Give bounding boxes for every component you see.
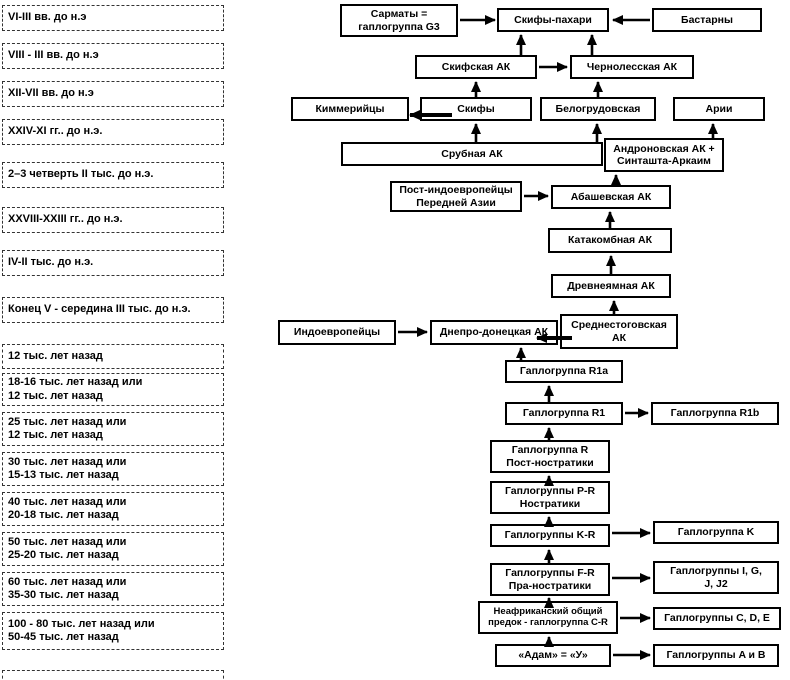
node-andronovskaya-ak: Андроновская АК + Синташта-Аркаим xyxy=(604,138,724,172)
timeline-item: IV-II тыс. до н.э. xyxy=(2,250,224,276)
node-skify-pahari: Скифы-пахари xyxy=(497,8,609,32)
timeline-item: XXIV-XI гг.. до н.э. xyxy=(2,119,224,145)
node-chernolesskaya-ak: Чернолесская АК xyxy=(570,55,694,79)
node-haplogroup-k: Гаплогруппа K xyxy=(653,521,779,544)
node-haplogroups-pr-nostratiki: Гаплогруппы P-R Ностратики xyxy=(490,481,610,514)
node-haplogroup-r1b: Гаплогруппа R1b xyxy=(651,402,779,425)
node-srednestogovskaya-ak: Среднестоговская АК xyxy=(560,314,678,349)
node-belogrudovskaya: Белогрудовская xyxy=(540,97,656,121)
timeline-item: 50 тыс. лет назад или 25-20 тыс. лет наз… xyxy=(2,532,224,566)
node-haplogroup-r-post-nostratiki: Гаплогруппа R Пост-ностратики xyxy=(490,440,610,473)
timeline-item: Конец V - середина III тыс. до н.э. xyxy=(2,297,224,323)
node-drevneyamnaya-ak: Древнеямная АК xyxy=(551,274,671,298)
node-bastarny: Бастарны xyxy=(652,8,762,32)
node-katakombnaya-ak: Катакомбная АК xyxy=(548,228,672,253)
node-haplogroups-igj: Гаплогруппы I, G, J, J2 xyxy=(653,561,779,594)
timeline-item: XII-VII вв. до н.э xyxy=(2,81,224,107)
node-haplogroup-r1: Гаплогруппа R1 xyxy=(505,402,623,425)
timeline-item: 25 тыс. лет назад или 12 тыс. лет назад xyxy=(2,412,224,446)
node-abashevskaya-ak: Абашевская АК xyxy=(551,185,671,209)
timeline-item: 12 тыс. лет назад xyxy=(2,344,224,369)
node-post-indoevropeytsy: Пост-индоевропейцы Передней Азии xyxy=(390,181,522,212)
timeline-item: 2–3 четверть II тыс. до н.э. xyxy=(2,162,224,188)
node-neafrikanskiy-predok: Неафриканский общий предок - гаплогруппа… xyxy=(478,601,618,634)
timeline-item: XXVIII-XXIII гг.. до н.э. xyxy=(2,207,224,233)
timeline-item: VI-III вв. до н.э xyxy=(2,5,224,31)
node-haplogroups-fr-pra-nostratiki: Гаплогруппы F-R Пра-ностратики xyxy=(490,563,610,596)
node-adam: «Адам» = «У» xyxy=(495,644,611,667)
timeline-item: 40 тыс. лет назад или 20-18 тыс. лет наз… xyxy=(2,492,224,526)
node-haplogroups-kr: Гаплогруппы K-R xyxy=(490,524,610,547)
timeline-item: VIII - III вв. до н.э xyxy=(2,43,224,69)
node-haplogroups-ab: Гаплогруппы A и B xyxy=(653,644,779,667)
node-kimmeriytsy: Киммерийцы xyxy=(291,97,409,121)
timeline-item-empty xyxy=(2,670,224,680)
timeline-item: 30 тыс. лет назад или 15-13 тыс. лет наз… xyxy=(2,452,224,486)
timeline-item: 18-16 тыс. лет назад или 12 тыс. лет наз… xyxy=(2,373,224,406)
timeline-item: 100 - 80 тыс. лет назад или 50-45 тыс. л… xyxy=(2,612,224,650)
node-dnepro-donetskaya-ak: Днепро-донецкая АК xyxy=(430,320,558,345)
node-srubnaya-ak: Срубная АК xyxy=(341,142,603,166)
node-haplogroups-cde: Гаплогруппы C, D, E xyxy=(653,607,781,630)
node-sarmaty: Сарматы = гаплогруппа G3 xyxy=(340,4,458,37)
node-skify: Скифы xyxy=(420,97,532,121)
timeline-item: 60 тыс. лет назад или 35-30 тыс. лет наз… xyxy=(2,572,224,606)
node-skifskaya-ak: Скифская АК xyxy=(415,55,537,79)
node-haplogroup-r1a: Гаплогруппа R1a xyxy=(505,360,623,383)
node-arii: Арии xyxy=(673,97,765,121)
node-indoevropeytsy: Индоевропейцы xyxy=(278,320,396,345)
